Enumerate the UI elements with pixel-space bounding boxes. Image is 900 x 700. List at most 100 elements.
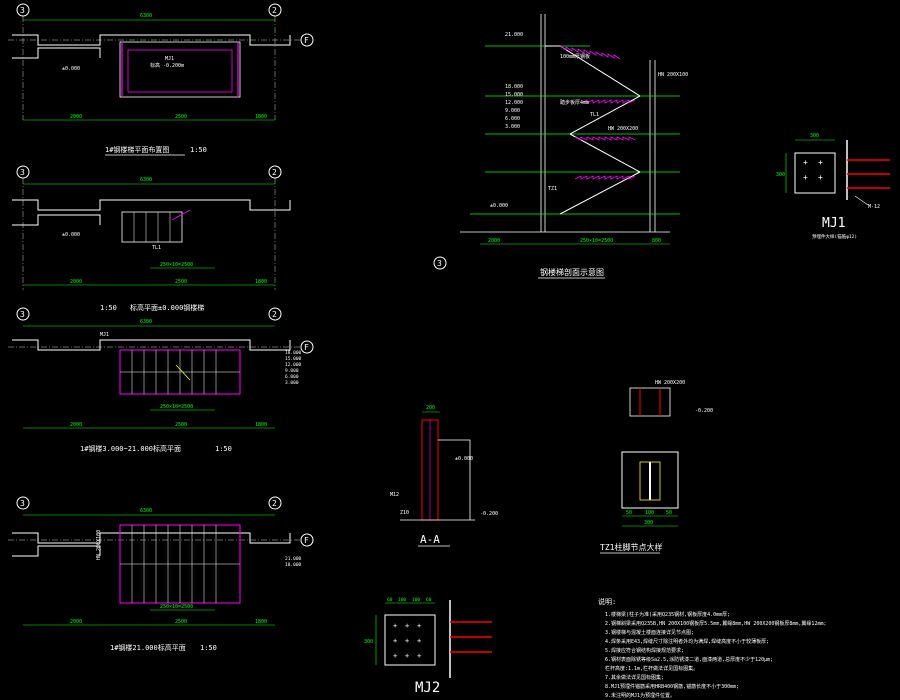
plan3-dim-mid: 2500 bbox=[175, 422, 187, 428]
plan3-title: 1#钢楼3.000~21.000标高平面 bbox=[80, 444, 181, 453]
plan4-dim-total: 6300 bbox=[140, 508, 152, 514]
aa-title: A-A bbox=[420, 533, 440, 546]
section-label-4: 100mm厚钢板 bbox=[560, 53, 590, 60]
svg-text:+: + bbox=[818, 158, 823, 167]
note-line-9: 9.未注明的MJ1为预埋件位置。 bbox=[605, 692, 675, 699]
plan3-dim-right: 1800 bbox=[255, 422, 267, 428]
section-label-2: TZ1 bbox=[548, 186, 557, 192]
section-dim-0: 2000 bbox=[488, 238, 500, 244]
plan2-title: 标高平面±0.000钢楼梯 bbox=[130, 303, 204, 312]
plan4-stairs: 250×10=2500 bbox=[160, 604, 193, 610]
aa-dim: 200 bbox=[426, 405, 435, 411]
plan3-level-5: 3.000 bbox=[285, 380, 299, 386]
tz1-dim-1: 100 bbox=[645, 510, 654, 516]
section-level-0: 21.000 bbox=[505, 32, 523, 38]
plan4-axis-f: F bbox=[304, 536, 309, 545]
notes: 说明: 1.楼梯梁(柱子为准)采用Q235钢材,钢板厚度4.0mm厚; 2.钢梯… bbox=[598, 597, 826, 699]
plan1-note: 标高 -0.200m bbox=[150, 62, 184, 69]
plan3-axis-right: 2 bbox=[272, 310, 277, 319]
plan4-beam: HN 200X100 bbox=[96, 530, 102, 560]
plan3-axis-f: F bbox=[304, 343, 309, 352]
plan1-dim-mid: 2500 bbox=[175, 114, 187, 120]
plan3-axis-left: 3 bbox=[20, 310, 25, 319]
plan4-scale: 1:50 bbox=[200, 644, 217, 652]
plan4-level-0: 21.000 bbox=[285, 556, 302, 562]
aa-label-3: Z10 bbox=[400, 510, 409, 516]
svg-text:+: + bbox=[803, 173, 808, 182]
section-dim-1: 250×10=2500 bbox=[580, 238, 613, 244]
mj1: ++ ++ 300 300 M-12 MJ1 预埋件大样(锚筋φ12) bbox=[776, 133, 890, 240]
plan1-dim-total: 6300 bbox=[140, 13, 152, 19]
plan4-level-1: 18.000 bbox=[285, 562, 302, 568]
mj2-dim-3: 60 bbox=[426, 597, 432, 603]
plan3-scale: 1:50 bbox=[215, 445, 232, 453]
plan2-stairs: 250×10=2500 bbox=[160, 262, 193, 268]
tz1-label-0: HW 200X200 bbox=[655, 380, 685, 386]
section-level-2: 15.000 bbox=[505, 92, 523, 98]
plan2-axis-right: 2 bbox=[272, 168, 277, 177]
plan2-tag: TL1 bbox=[152, 245, 161, 251]
section: 3 21.000 18.000 15.000 12.000 9.000 6.00… bbox=[433, 14, 688, 279]
svg-text:+: + bbox=[417, 622, 421, 630]
note-line-7: 7.其余做法详见国标图集; bbox=[605, 674, 664, 681]
section-level-5: 6.000 bbox=[505, 116, 520, 122]
plan4-dim-left: 2000 bbox=[70, 619, 82, 625]
svg-text:+: + bbox=[393, 637, 397, 645]
notes-heading: 说明: bbox=[598, 597, 616, 606]
plan4-axis-left: 3 bbox=[20, 499, 25, 508]
mj2-dim-0: 60 bbox=[387, 597, 393, 603]
plan1-axis-right: 2 bbox=[272, 6, 277, 15]
svg-text:+: + bbox=[405, 652, 409, 660]
section-label-0: HN 200X100 bbox=[658, 72, 688, 78]
note-line-3: 4.焊条采用E43,焊缝尺寸除注明者外均为满焊,焊缝高度不小于较薄板厚; bbox=[605, 638, 769, 645]
plan2-dim-left: 2000 bbox=[70, 279, 82, 285]
svg-text:+: + bbox=[393, 622, 397, 630]
svg-text:+: + bbox=[417, 652, 421, 660]
section-level-4: 9.000 bbox=[505, 108, 520, 114]
plan3-dim-total: 6300 bbox=[140, 319, 152, 325]
plan2-axis-left: 3 bbox=[20, 168, 25, 177]
plan3-level-0: 18.000 bbox=[285, 350, 302, 356]
plan2-dim-total: 6300 bbox=[140, 177, 152, 183]
mj1-lab: M-12 bbox=[868, 204, 880, 210]
svg-text:+: + bbox=[393, 652, 397, 660]
tz1-dim-3: 300 bbox=[644, 520, 653, 526]
tz1: HW 200X200 -0.200 50 100 50 300 TZ1柱脚节点大… bbox=[600, 380, 713, 554]
plan2: 3 2 6300 TL1 ±0.000 250×10=2500 2000 250… bbox=[12, 165, 291, 312]
note-line-1: 2.钢梯斜梁采用Q235B,HN 200X100钢板厚5.5mm,翼缘8mm,H… bbox=[605, 620, 826, 627]
plan3-mj: MJ1 bbox=[100, 332, 109, 338]
section-title: 钢楼梯剖面示意图 bbox=[540, 267, 604, 277]
note-line-0: 1.楼梯梁(柱子为准)采用Q235钢材,钢板厚度4.0mm厚; bbox=[605, 611, 730, 618]
mj2: +++ +++ +++ 60 100 100 60 300 MJ2 bbox=[364, 597, 492, 696]
plan1-axis-f: F bbox=[304, 36, 309, 45]
section-label-3: TL1 bbox=[590, 112, 599, 118]
mj1-dim-h: 300 bbox=[776, 172, 785, 178]
section-level-6: 3.000 bbox=[505, 124, 520, 130]
section-axis: 3 bbox=[437, 259, 442, 268]
plan2-scale: 1:50 bbox=[100, 304, 117, 312]
plan2-level: ±0.000 bbox=[62, 232, 80, 238]
plan1-dim-left: 2000 bbox=[70, 114, 82, 120]
svg-text:+: + bbox=[405, 622, 409, 630]
tz1-dim-2: 50 bbox=[666, 510, 672, 516]
mj1-subtitle: 预埋件大样(锚筋φ12) bbox=[812, 233, 857, 240]
mj1-title: MJ1 bbox=[822, 216, 845, 231]
section-label-1: HW 200X200 bbox=[608, 126, 638, 132]
plan3: 3 2 F 6300 MJ1 18.000 15.000 12.000 9.00… bbox=[8, 307, 314, 453]
plan3-level-4: 6.000 bbox=[285, 374, 299, 380]
note-line-2: 3.钢楼梯与混凝土楼面连接详见节点图; bbox=[605, 629, 694, 636]
plan1-level: ±0.000 bbox=[62, 66, 80, 72]
tz1-title: TZ1柱脚节点大样 bbox=[600, 542, 662, 552]
plan2-dim-right: 1800 bbox=[255, 279, 267, 285]
plan3-stairs: 250×10=2500 bbox=[160, 404, 193, 410]
note-line-8: 8.MJ1预埋件锚筋采用HRB400钢筋,锚筋长度不小于300mm; bbox=[605, 683, 739, 690]
plan4-dim-mid: 2500 bbox=[175, 619, 187, 625]
plan4-axis-right: 2 bbox=[272, 499, 277, 508]
note-line-5: 6.钢材表面除锈等级Sa2.5,涂防锈漆二道,面漆两道,总厚度不少于120μm; bbox=[605, 656, 773, 663]
section-level-7: ±0.000 bbox=[490, 203, 508, 209]
plan1: 3 2 6300 F MJ1 标高 -0.200m ±0.000 2000 25… bbox=[8, 3, 314, 156]
mj2-dim-2: 100 bbox=[412, 597, 420, 603]
aa-label-2: -0.200 bbox=[480, 511, 498, 517]
plan3-dim-left: 2000 bbox=[70, 422, 82, 428]
svg-text:+: + bbox=[417, 637, 421, 645]
